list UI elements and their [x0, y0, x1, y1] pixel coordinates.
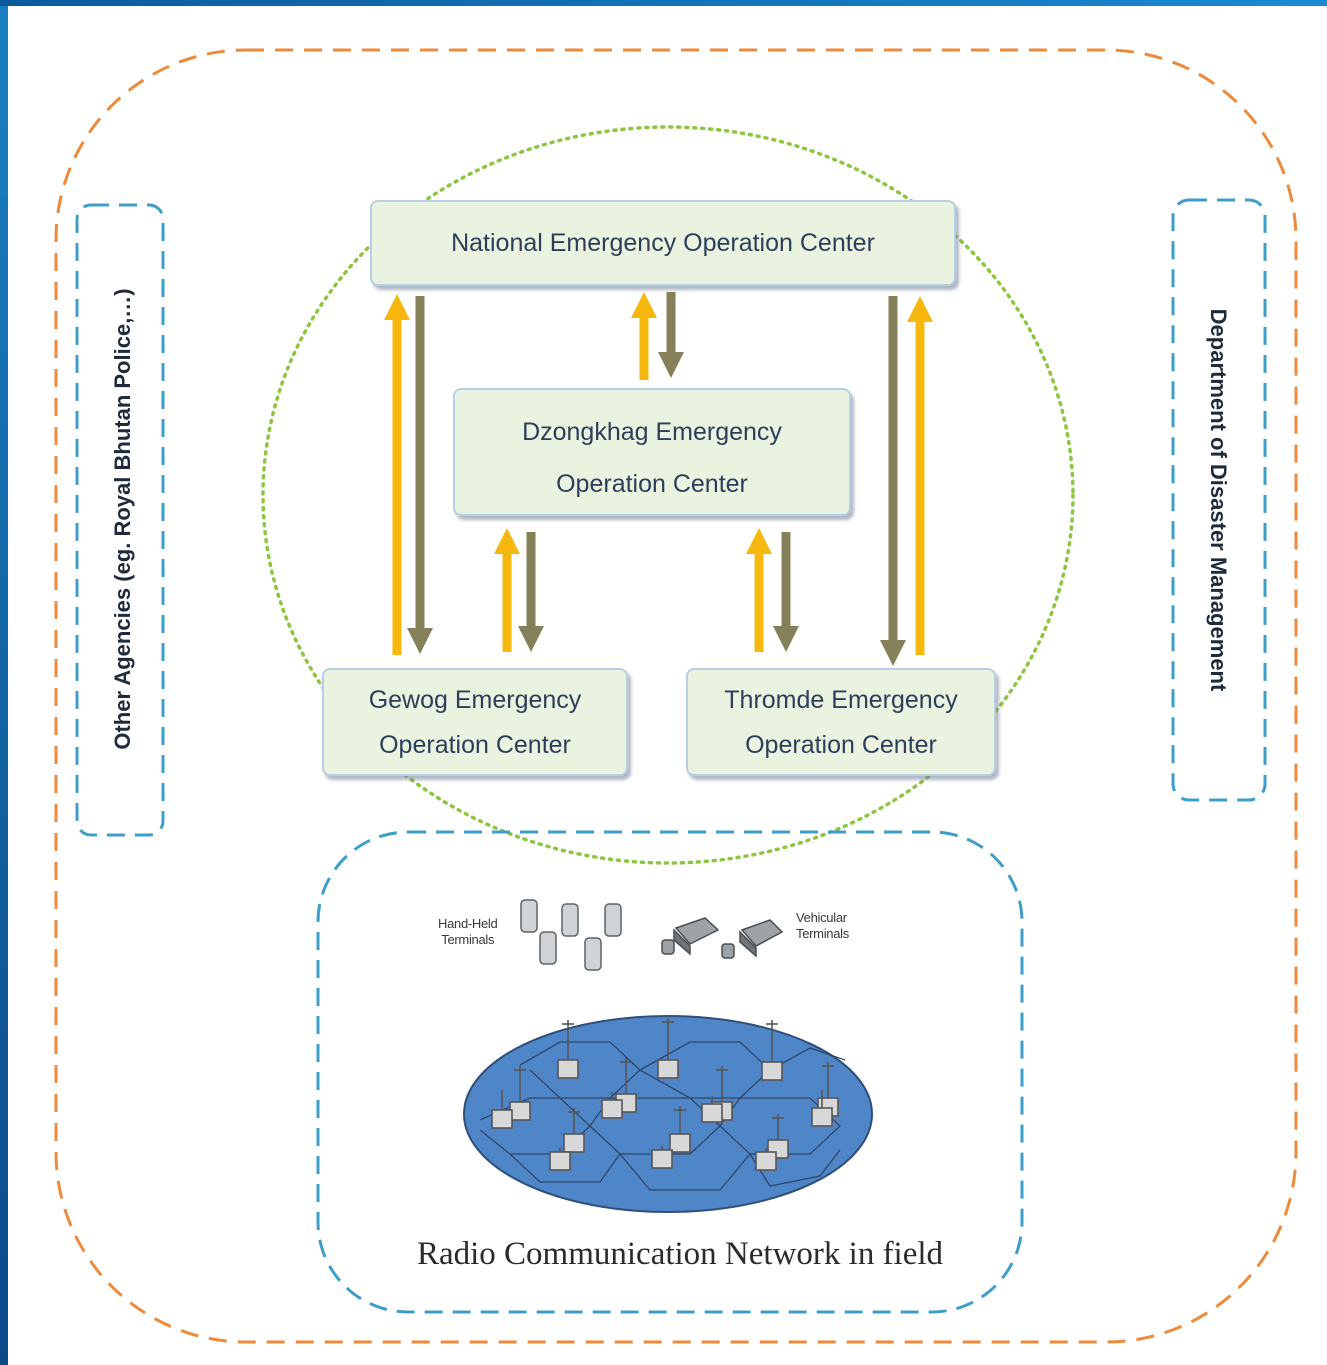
ddm-label: Department of Disaster Management: [1206, 308, 1231, 692]
thromde-eoc-label-line2: Operation Center: [745, 731, 937, 759]
other-agencies-box: [75, 203, 165, 837]
national-eoc-label: National Emergency Operation Center: [451, 229, 875, 257]
tower-icons: [491, 1018, 839, 1171]
vehicular-terminal-icons: [661, 917, 784, 959]
other-agencies-label: Other Agencies (eg. Royal Bhutan Police,…: [110, 288, 135, 750]
thromde-eoc-box: Thromde Emergency Operation Center: [686, 668, 996, 776]
eoc-circle: [261, 125, 1075, 865]
frame-left-bar: [0, 0, 8, 1365]
gewog-eoc-label-line2: Operation Center: [379, 731, 571, 759]
thromde-eoc-label-line1: Thromde Emergency: [724, 686, 958, 714]
radio-network-illustration: [463, 1015, 873, 1213]
dzongkhag-eoc-label-line2: Operation Center: [556, 470, 748, 498]
vehicular-label-line2: Terminals: [796, 926, 849, 941]
gewog-eoc-box: Gewog Emergency Operation Center: [322, 668, 628, 776]
dzongkhag-eoc-box: Dzongkhag Emergency Operation Center: [453, 388, 851, 516]
handheld-terminals-label: Hand-Held Terminals: [438, 916, 498, 948]
arrows-national-dzongkhag: [631, 292, 684, 380]
arrows-dzongkhag-gewog: [494, 528, 544, 652]
radio-network-title: Radio Communication Network in field: [416, 1236, 944, 1272]
ddm-box: [1171, 198, 1267, 802]
gewog-eoc-label-line1: Gewog Emergency: [368, 686, 582, 714]
arrows-national-thromde: [880, 296, 933, 666]
handheld-terminal-icons: [520, 899, 622, 971]
dzongkhag-eoc-label-line1: Dzongkhag Emergency: [522, 418, 782, 446]
frame-top-bar: [0, 0, 1327, 6]
national-eoc-box: National Emergency Operation Center: [370, 200, 956, 286]
outer-boundary: [54, 48, 1298, 1344]
arrows-dzongkhag-thromde: [746, 528, 799, 652]
handheld-label-line1: Hand-Held: [438, 916, 498, 931]
handheld-label-line2: Terminals: [441, 932, 495, 947]
arrows-national-gewog: [384, 294, 433, 655]
vehicular-label-line1: Vehicular: [796, 910, 847, 925]
vehicular-terminals-label: Vehicular Terminals: [796, 910, 849, 942]
radio-network-box: [316, 830, 1024, 1314]
